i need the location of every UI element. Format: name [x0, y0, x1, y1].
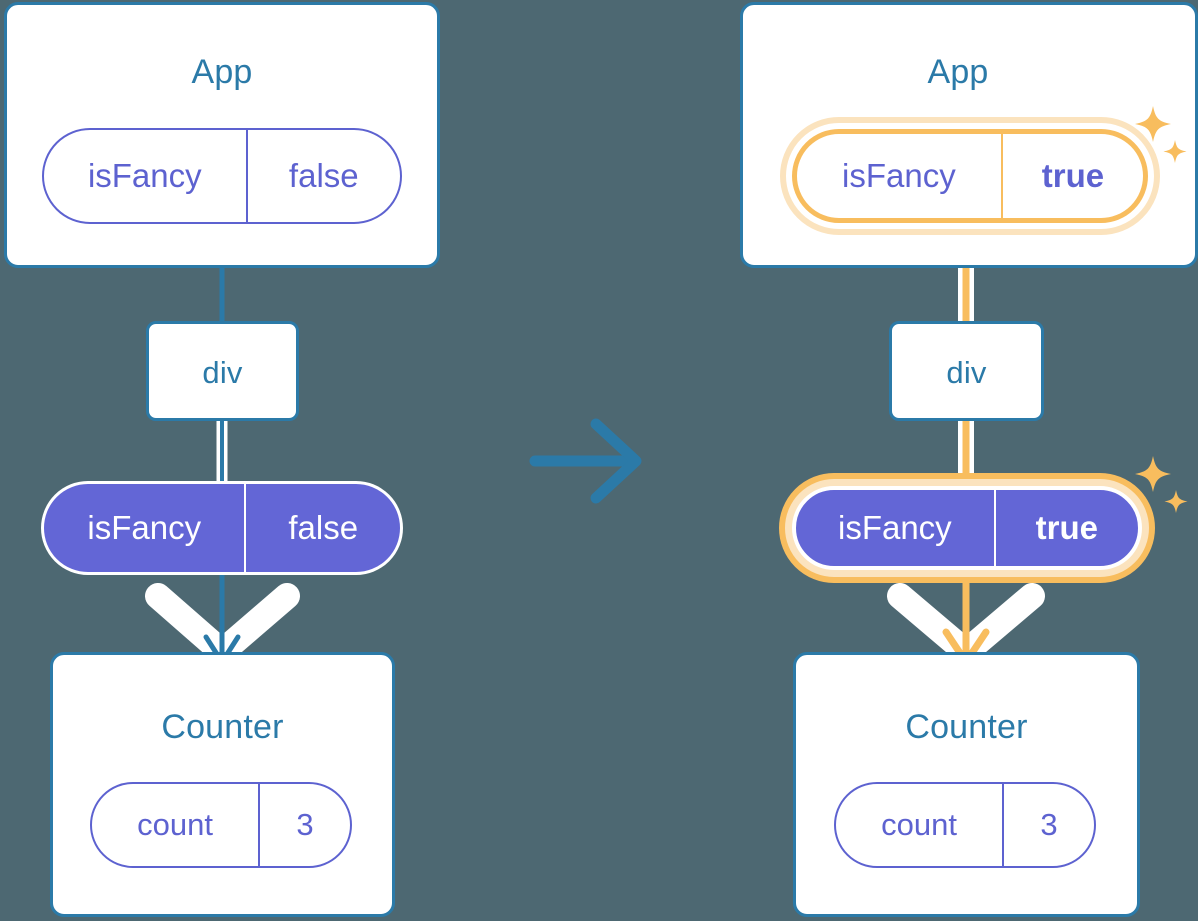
right-counter-title: Counter [905, 708, 1028, 746]
left-app-state-pill: isFancy false [42, 128, 402, 224]
right-counter-state-value: 3 [1040, 807, 1058, 842]
left-div-label: div [202, 355, 243, 390]
right-prop-value: true [1035, 509, 1098, 546]
left-app-state-key: isFancy [44, 130, 248, 222]
right-prop-key: isFancy [796, 490, 996, 566]
left-div-box: div [146, 321, 299, 421]
transition-arrow-right-icon [529, 418, 642, 504]
left-counter-title: Counter [161, 708, 284, 746]
right-app-state-key: isFancy [797, 134, 1003, 218]
left-counter-state-value: 3 [296, 807, 314, 842]
right-prop-pill: isFancy true [792, 486, 1142, 570]
right-app-title: App [927, 53, 989, 91]
left-counter-box: Counter [50, 652, 395, 917]
left-app-state-value: false [288, 157, 359, 194]
right-counter-state-pill: count 3 [834, 782, 1096, 868]
right-app-state-value: true [1041, 157, 1105, 194]
left-blue-arrow [203, 560, 241, 665]
right-div-box: div [889, 321, 1044, 421]
right-div-label: div [946, 355, 987, 390]
left-prop-pill: isFancy false [41, 481, 403, 575]
left-counter-state-key: count [92, 784, 261, 866]
left-app-title: App [191, 53, 253, 91]
left-counter-state-pill: count 3 [90, 782, 352, 868]
right-app-state-pill: isFancy true [792, 129, 1148, 223]
left-prop-value: false [288, 509, 359, 546]
right-counter-state-key: count [836, 784, 1005, 866]
left-prop-key: isFancy [44, 484, 247, 572]
